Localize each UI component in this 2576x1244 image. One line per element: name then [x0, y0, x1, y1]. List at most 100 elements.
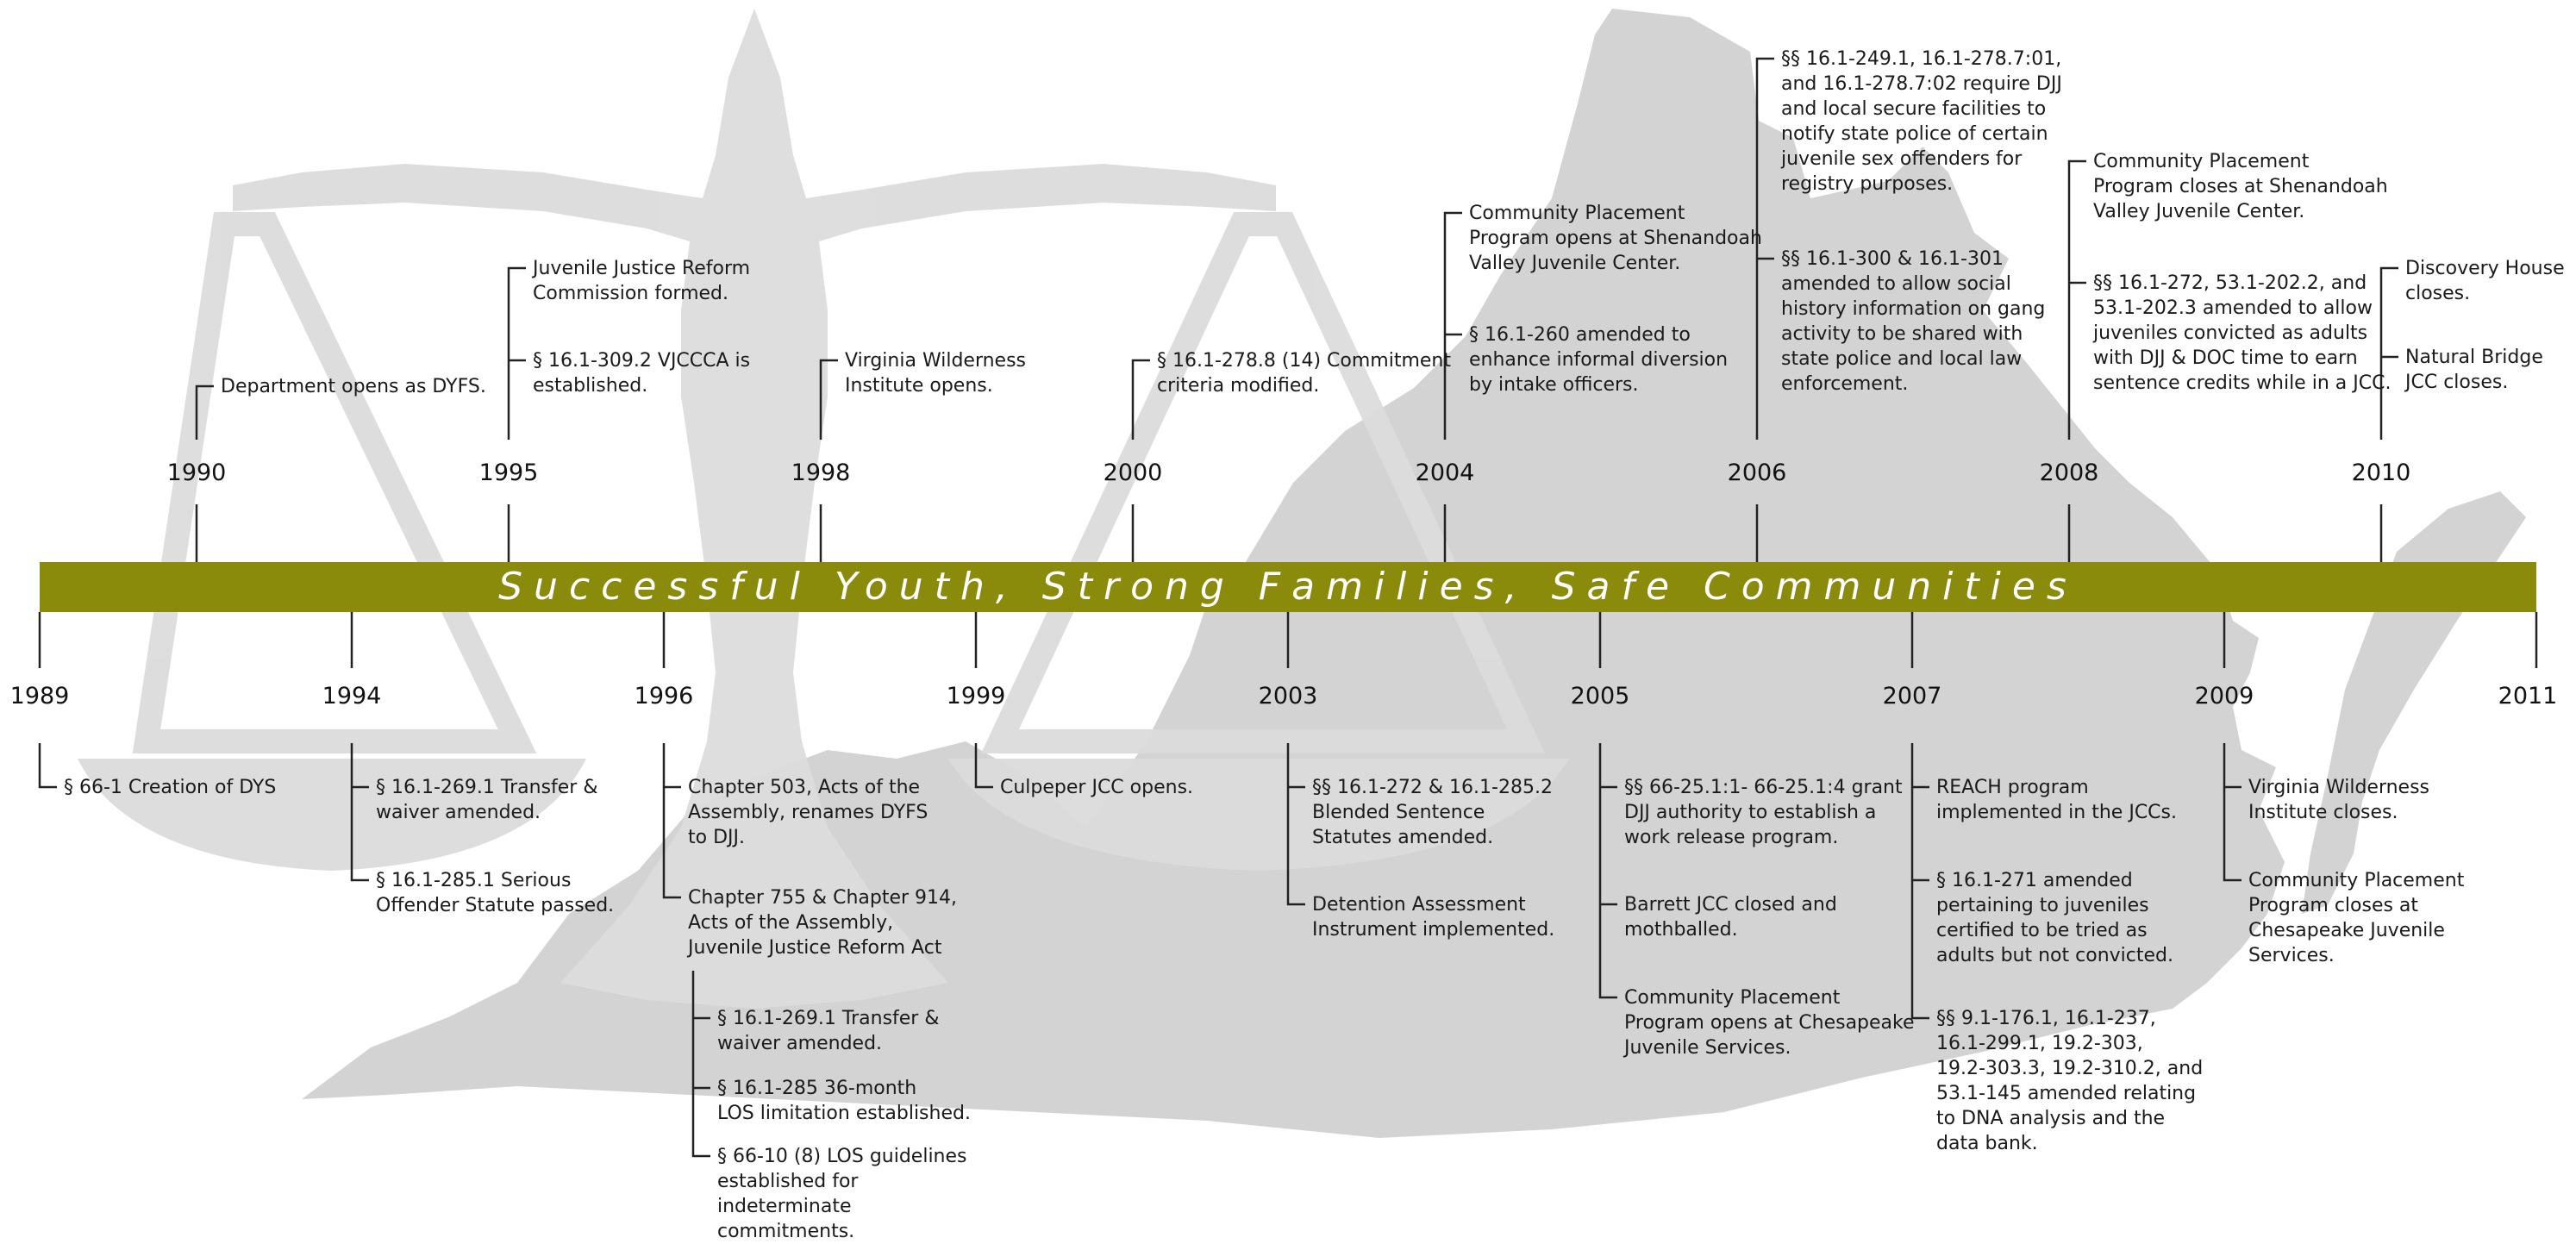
event-2007-dna-databank: §§ 9.1-176.1, 16.1-237, 16.1-299.1, 19.2-…: [1936, 1006, 2203, 1156]
year-label-2003: 2003: [1258, 683, 1318, 710]
event-line: established for: [717, 1171, 859, 1192]
event-line: mothballed.: [1624, 919, 1738, 941]
event-line: Blended Sentence: [1312, 802, 1485, 823]
event-line: Natural Bridge: [2405, 347, 2543, 368]
event-line: Offender Statute passed.: [376, 895, 615, 916]
event-line: § 16.1-285 36-month: [717, 1078, 917, 1099]
event-line: Juvenile Services.: [1624, 1037, 1791, 1059]
event-line: JCC closes.: [2405, 372, 2509, 393]
year-label-2000: 2000: [1103, 459, 1163, 486]
year-label-1995: 1995: [478, 459, 539, 486]
event-line: Virginia Wilderness: [845, 350, 1026, 372]
year-label-1990: 1990: [166, 459, 227, 486]
event-1990-dyfs-opens: Department opens as DYFS.: [221, 374, 486, 399]
event-line: § 16.1-271 amended: [1936, 870, 2133, 891]
event-line: Institute opens.: [845, 375, 993, 397]
event-line: by intake officers.: [1469, 374, 1639, 396]
event-line: Services.: [2248, 945, 2335, 966]
event-1999-culpeper-opens: Culpeper JCC opens.: [1000, 775, 1193, 800]
event-line: Barrett JCC closed and: [1624, 894, 1837, 916]
event-line: Statutes amended.: [1312, 827, 1494, 848]
event-line: §§ 9.1-176.1, 16.1-237,: [1936, 1008, 2156, 1029]
event-line: state police and local law: [1781, 348, 2023, 370]
event-1994-transfer-waiver: § 16.1-269.1 Transfer & waiver amended.: [376, 775, 598, 825]
event-line: Program opens at Shenandoah: [1469, 228, 1762, 249]
event-2000-commitment-criteria: § 16.1-278.8 (14) Commitment criteria mod…: [1157, 348, 1451, 398]
event-line: activity to be shared with: [1781, 323, 2023, 345]
event-1996-los-guidelines: § 66-10 (8) LOS guidelines established fo…: [717, 1144, 967, 1244]
event-line: established.: [533, 375, 648, 397]
event-line: sentence credits while in a JCC.: [2093, 372, 2392, 394]
event-line: to DJJ.: [688, 827, 745, 848]
event-line: Department opens as DYFS.: [221, 376, 486, 397]
event-line: Acts of the Assembly,: [688, 912, 894, 934]
event-line: and 16.1-278.7:02 require DJJ: [1781, 73, 2062, 95]
event-line: § 16.1-260 amended to: [1469, 324, 1691, 346]
event-line: § 66-1 Creation of DYS: [64, 777, 277, 798]
event-line: Program opens at Chesapeake: [1624, 1012, 1915, 1034]
event-line: § 16.1-269.1 Transfer &: [376, 777, 598, 798]
event-line: 53.1-145 amended relating: [1936, 1083, 2197, 1104]
banner-motto: Successful Youth, Strong Families, Safe …: [498, 565, 2078, 609]
event-line: Detention Assessment: [1312, 894, 1526, 916]
event-line: criteria modified.: [1157, 375, 1320, 397]
year-label-2009: 2009: [2194, 683, 2254, 710]
event-line: § 66-10 (8) LOS guidelines: [717, 1146, 967, 1167]
event-line: enforcement.: [1781, 373, 1909, 395]
event-line: §§ 66-25.1:1- 66-25.1:4 grant: [1624, 777, 1903, 798]
event-1996-reform-act: Chapter 755 & Chapter 914, Acts of the As…: [688, 885, 957, 960]
event-line: notify state police of certain: [1781, 123, 2048, 145]
event-line: Juvenile Justice Reform Act: [688, 937, 942, 959]
year-label-2007: 2007: [1882, 683, 1942, 710]
event-line: §§ 16.1-272, 53.1-202.2, and: [2093, 272, 2367, 294]
year-label-1999: 1999: [946, 683, 1006, 710]
event-line: 19.2-303.3, 19.2-310.2, and: [1936, 1058, 2204, 1079]
event-1996-transfer-waiver: § 16.1-269.1 Transfer &waiver amended.: [717, 1006, 940, 1056]
event-line: implemented in the JCCs.: [1936, 802, 2177, 823]
event-line: indeterminate: [717, 1196, 852, 1217]
event-line: Community Placement: [2248, 870, 2465, 891]
event-line: Community Placement: [2093, 151, 2310, 172]
event-line: waiver amended.: [717, 1033, 883, 1054]
event-line: DJJ authority to establish a: [1624, 802, 1877, 823]
event-line: commitments.: [717, 1221, 855, 1242]
event-line: Virginia Wilderness: [2248, 777, 2429, 798]
event-line: with DJJ & DOC time to earn: [2093, 347, 2358, 369]
event-line: amended to allow social: [1781, 273, 2011, 295]
event-line: to DNA analysis and the: [1936, 1108, 2166, 1129]
event-line: Chapter 755 & Chapter 914,: [688, 887, 958, 909]
event-line: closes.: [2405, 283, 2471, 304]
event-line: Community Placement: [1624, 987, 1841, 1009]
event-line: 16.1-299.1, 19.2-303,: [1936, 1033, 2143, 1054]
event-line: and local secure facilities to: [1781, 98, 2047, 120]
event-line: certified to be tried as: [1936, 920, 2148, 941]
event-line: juveniles convicted as adults: [2093, 322, 2368, 344]
timeline-banner: Successful Youth, Strong Families, Safe …: [40, 562, 2536, 612]
event-line: waiver amended.: [376, 802, 541, 823]
event-line: § 16.1-278.8 (14) Commitment: [1157, 350, 1451, 372]
event-line: §§ 16.1-249.1, 16.1-278.7:01,: [1781, 48, 2062, 70]
event-line: history information on gang: [1781, 298, 2046, 320]
event-line: work release program.: [1624, 827, 1839, 848]
event-line: Instrument implemented.: [1312, 919, 1555, 941]
event-line: Program closes at: [2248, 895, 2419, 916]
